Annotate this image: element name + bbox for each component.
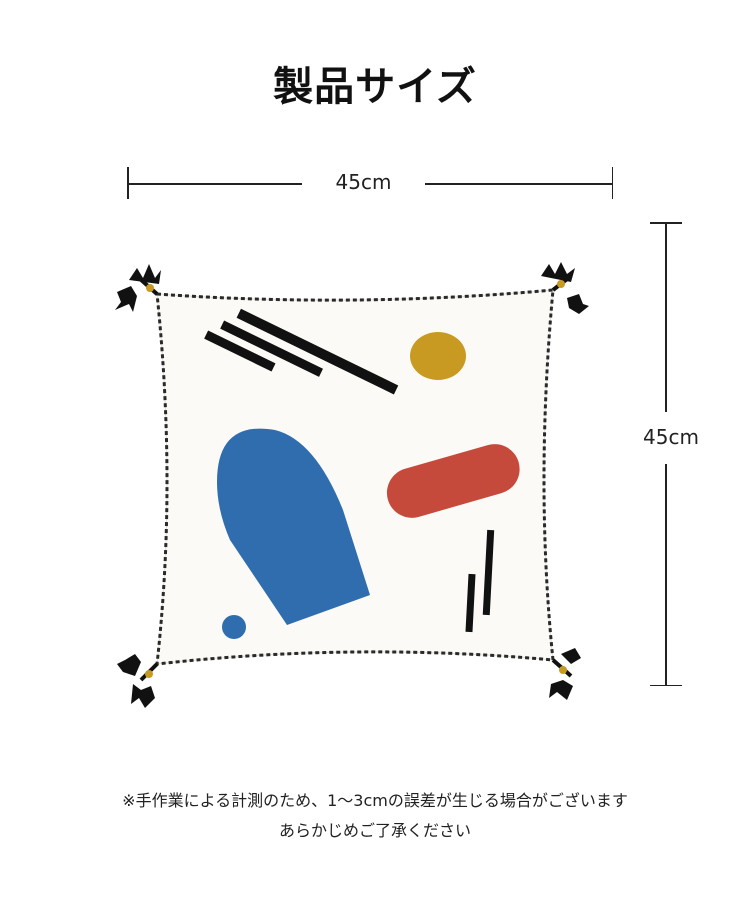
height-dimension: 45cm [643, 222, 708, 686]
black-bar-vertical-1 [482, 529, 495, 616]
tassel-bottom-right [549, 648, 581, 700]
width-line-left [127, 183, 302, 185]
tassel-top-left [115, 264, 161, 312]
red-pill-shape [386, 444, 520, 518]
height-tick-bottom [650, 684, 682, 686]
width-line-right [425, 183, 613, 185]
measurement-note: ※手作業による計測のため、1〜3cmの誤差が生じる場合がございます [122, 791, 628, 810]
height-label: 45cm [643, 425, 699, 449]
blue-arch-shape [217, 428, 370, 625]
page-title: 製品サイズ [273, 64, 477, 110]
tassel-bottom-left [117, 654, 159, 708]
black-bars-top [204, 308, 399, 395]
cushion-product-image [115, 262, 589, 708]
width-tick-right [611, 167, 613, 199]
width-dimension: 45cm [127, 167, 613, 199]
measurement-note-apology: あらかじめご了承ください [278, 821, 471, 840]
height-line-bottom [665, 464, 667, 686]
mustard-circle-shape [410, 332, 466, 380]
blue-dot-shape [222, 615, 246, 639]
width-label: 45cm [335, 170, 392, 194]
black-bar-vertical-2 [465, 573, 476, 633]
tassel-top-right [541, 262, 589, 314]
height-line-top [665, 222, 667, 412]
